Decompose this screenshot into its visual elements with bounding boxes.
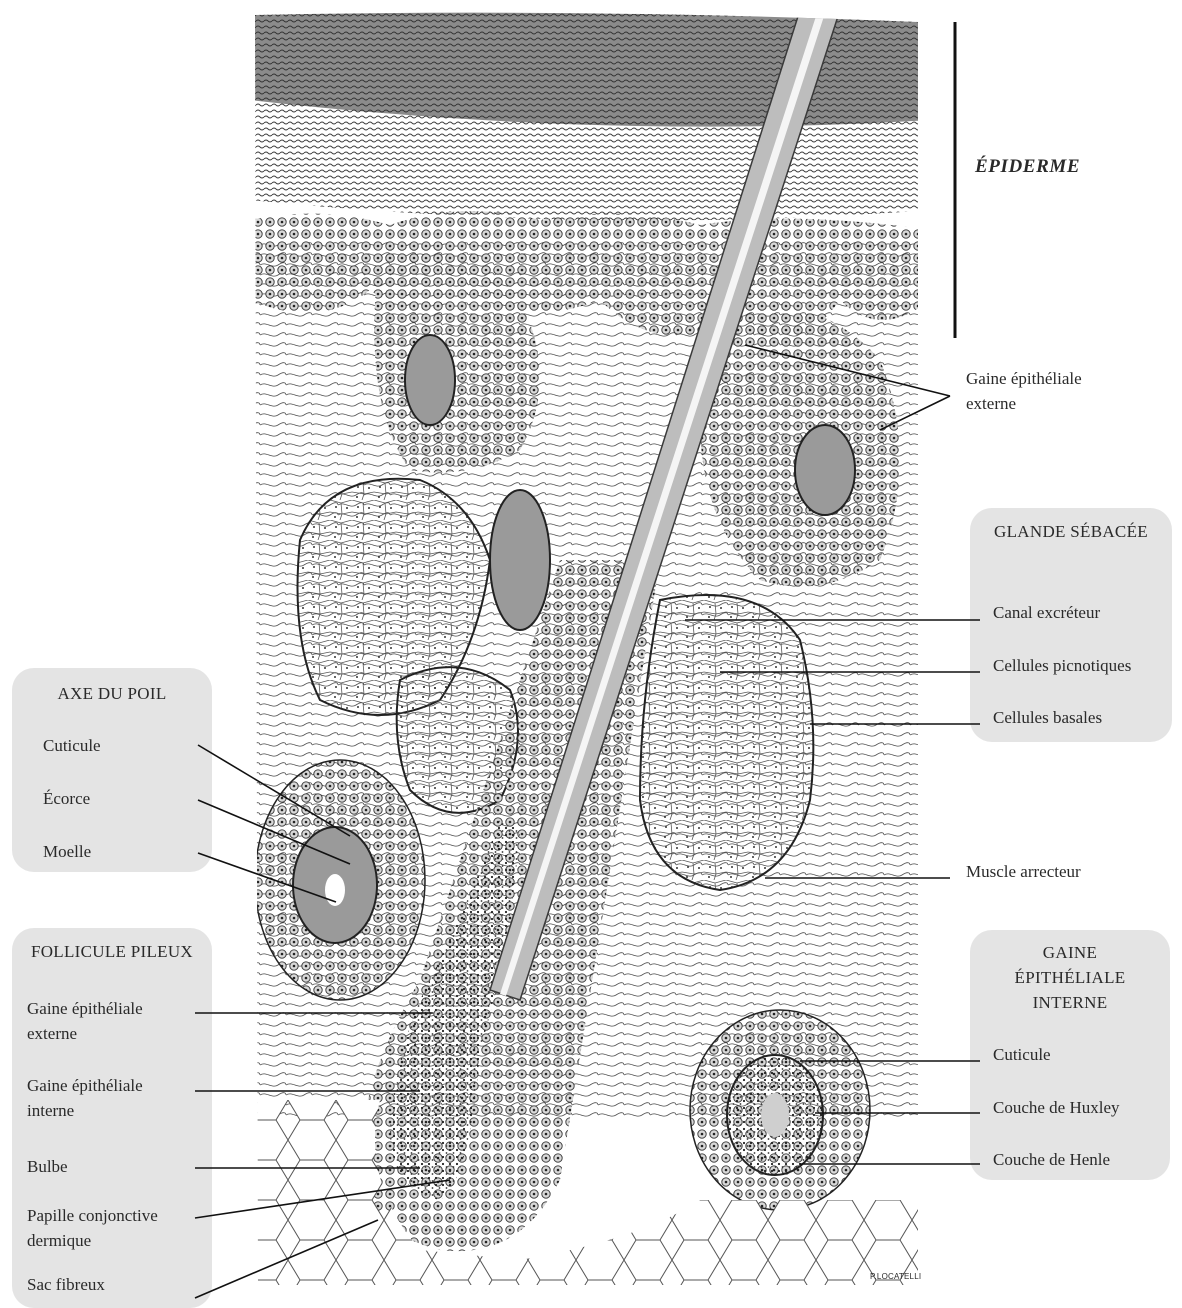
gaine-interne-title-line1: GAINE xyxy=(970,940,1170,965)
sebaceous-lobe-right xyxy=(640,595,813,890)
follicule-item-bulbe: Bulbe xyxy=(27,1154,68,1179)
gaine-interne-line1: Gaine épithéliale xyxy=(27,1073,143,1098)
follicule-item-gaine-interne: Gaine épithéliale interne xyxy=(27,1073,143,1123)
gaine-interne-title-line2: ÉPITHÉLIALE xyxy=(970,965,1170,990)
papille-line1: Papille conjonctive xyxy=(27,1203,158,1228)
artist-signature: P.LOCATELLI xyxy=(870,1272,921,1281)
follicule-item-gaine-externe: Gaine épithéliale externe xyxy=(27,996,143,1046)
hair-cross-section-right xyxy=(690,1010,870,1210)
axe-item-moelle: Moelle xyxy=(43,839,91,864)
follicule-pileux-title: FOLLICULE PILEUX xyxy=(6,942,218,962)
papille-line2: dermique xyxy=(27,1228,158,1253)
muscle-arrecteur-label: Muscle arrecteur xyxy=(966,859,1081,884)
follicule-item-sac-fibreux: Sac fibreux xyxy=(27,1272,105,1297)
gaine-externe-line1: Gaine épithéliale xyxy=(27,996,143,1021)
epiderme-label: ÉPIDERME xyxy=(975,156,1080,178)
glande-sebacee-title: GLANDE SÉBACÉE xyxy=(970,522,1172,542)
gaine-externe-line2: externe xyxy=(27,1021,143,1046)
gaine-item-huxley: Couche de Huxley xyxy=(993,1095,1120,1120)
axe-du-poil-title: AXE DU POIL xyxy=(12,684,212,704)
gaine-interne-title: GAINE ÉPITHÉLIALE INTERNE xyxy=(970,940,1170,1015)
gaine-item-henle: Couche de Henle xyxy=(993,1147,1110,1172)
hair-cross-section-left xyxy=(255,760,425,1000)
follicule-item-papille: Papille conjonctive dermique xyxy=(27,1203,158,1253)
glande-item-canal: Canal excréteur xyxy=(993,600,1100,625)
axe-item-cuticule: Cuticule xyxy=(43,733,101,758)
gaine-interne-title-line3: INTERNE xyxy=(970,990,1170,1015)
axe-item-ecorce: Écorce xyxy=(43,786,90,811)
gaine-interne-line2: interne xyxy=(27,1098,143,1123)
gaine-item-cuticule: Cuticule xyxy=(993,1042,1051,1067)
glande-item-basales: Cellules basales xyxy=(993,705,1102,730)
outer-sheath-label: Gaine épithéliale externe xyxy=(966,366,1166,416)
glande-item-picnotiques: Cellules picnotiques xyxy=(993,653,1131,678)
outer-sheath-line1: Gaine épithéliale xyxy=(966,366,1166,391)
outer-sheath-line2: externe xyxy=(966,391,1166,416)
skin-section-drawing xyxy=(250,10,930,1300)
